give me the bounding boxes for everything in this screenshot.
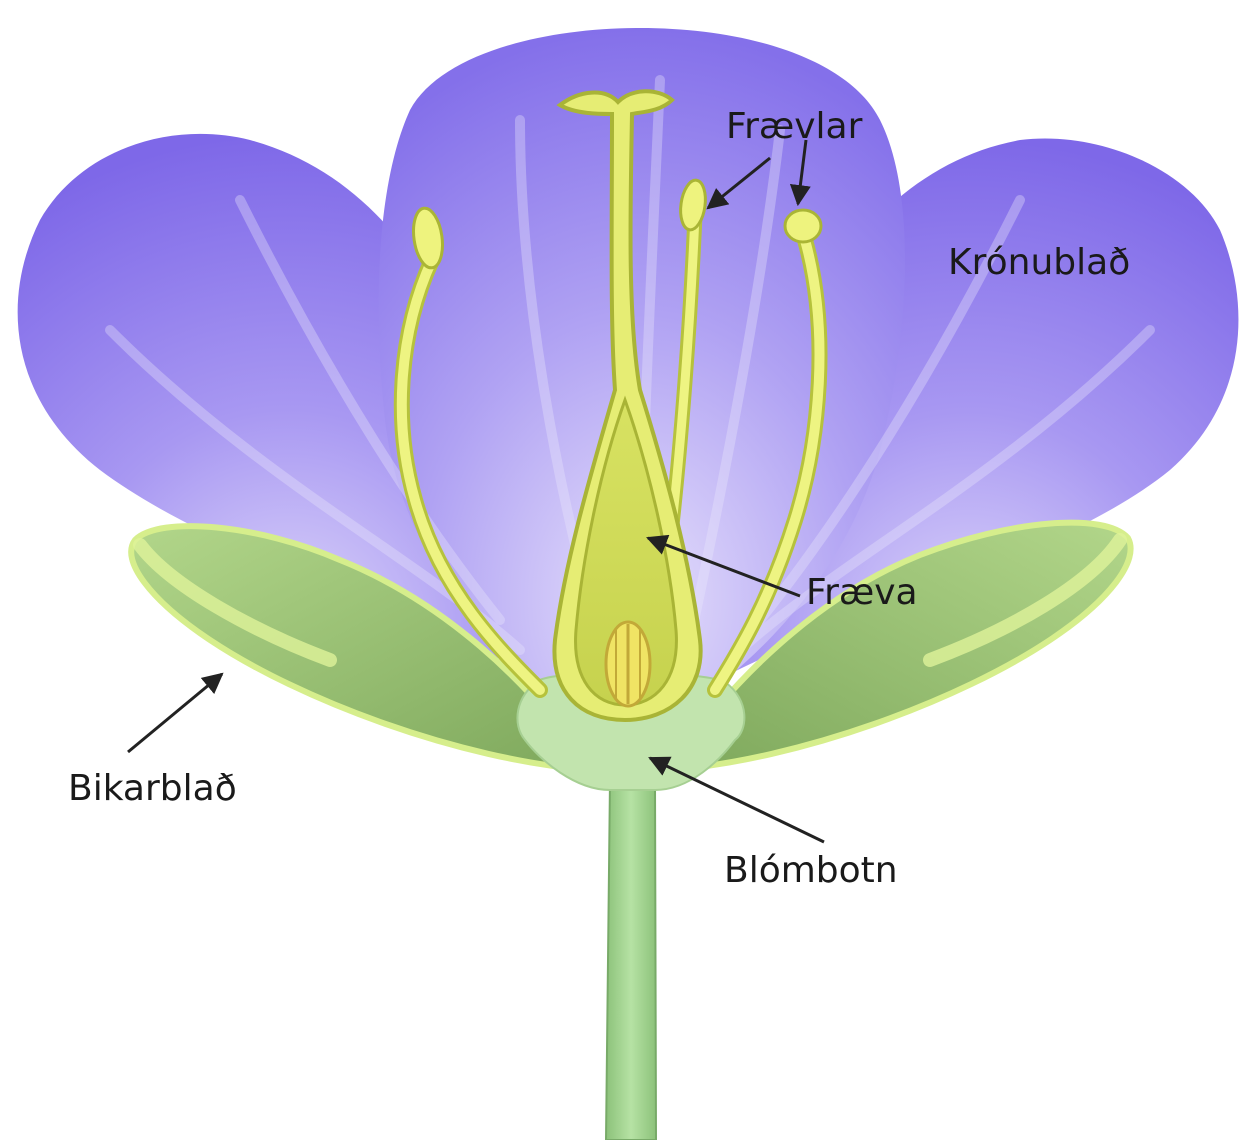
arrow-bikarblad — [128, 674, 222, 752]
label-bikarblad: Bikarblað — [68, 768, 237, 809]
arrow-blombotn — [650, 758, 824, 842]
label-kronublad: Krónublað — [948, 242, 1130, 283]
label-blombotn: Blómbotn — [724, 850, 898, 891]
label-fraeva: Fræva — [806, 572, 918, 613]
stem — [606, 780, 656, 1140]
label-fraevlar: Frævlar — [726, 106, 863, 147]
